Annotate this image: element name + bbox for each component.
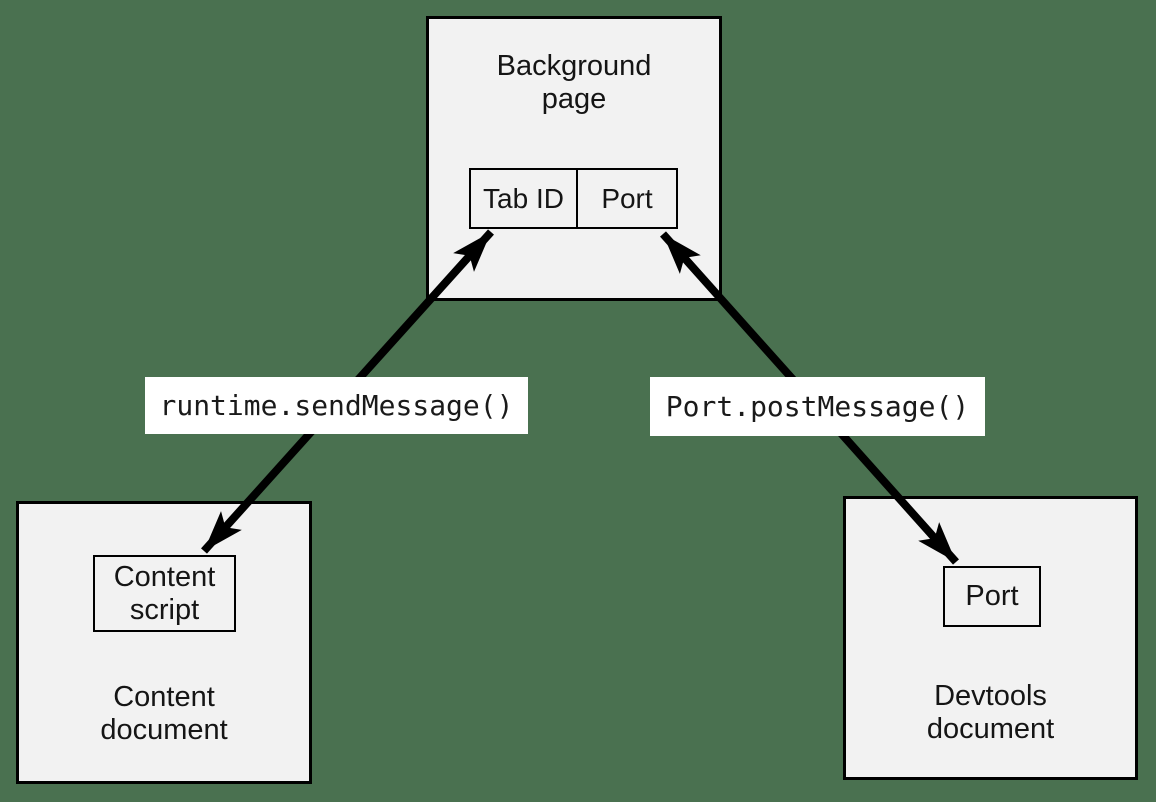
background-page-label: Background page (496, 50, 652, 115)
devtools-port-box: Port (943, 566, 1041, 627)
content-document-label: Content document (100, 681, 228, 746)
tab-id-slot: Tab ID (469, 168, 578, 229)
node-devtools-document: Port Devtools document (843, 496, 1138, 780)
edge-label-port-postmessage: Port.postMessage() (650, 377, 985, 436)
content-script-box: Content script (93, 555, 236, 632)
devtools-document-label: Devtools document (926, 680, 1055, 745)
edge-label-runtime-sendmessage: runtime.sendMessage() (145, 377, 528, 434)
background-port-slot: Port (578, 168, 678, 229)
background-page-slots: Tab ID Port (469, 168, 678, 229)
node-content-document: Content script Content document (16, 501, 312, 784)
node-background-page: Background page Tab ID Port (426, 16, 722, 301)
